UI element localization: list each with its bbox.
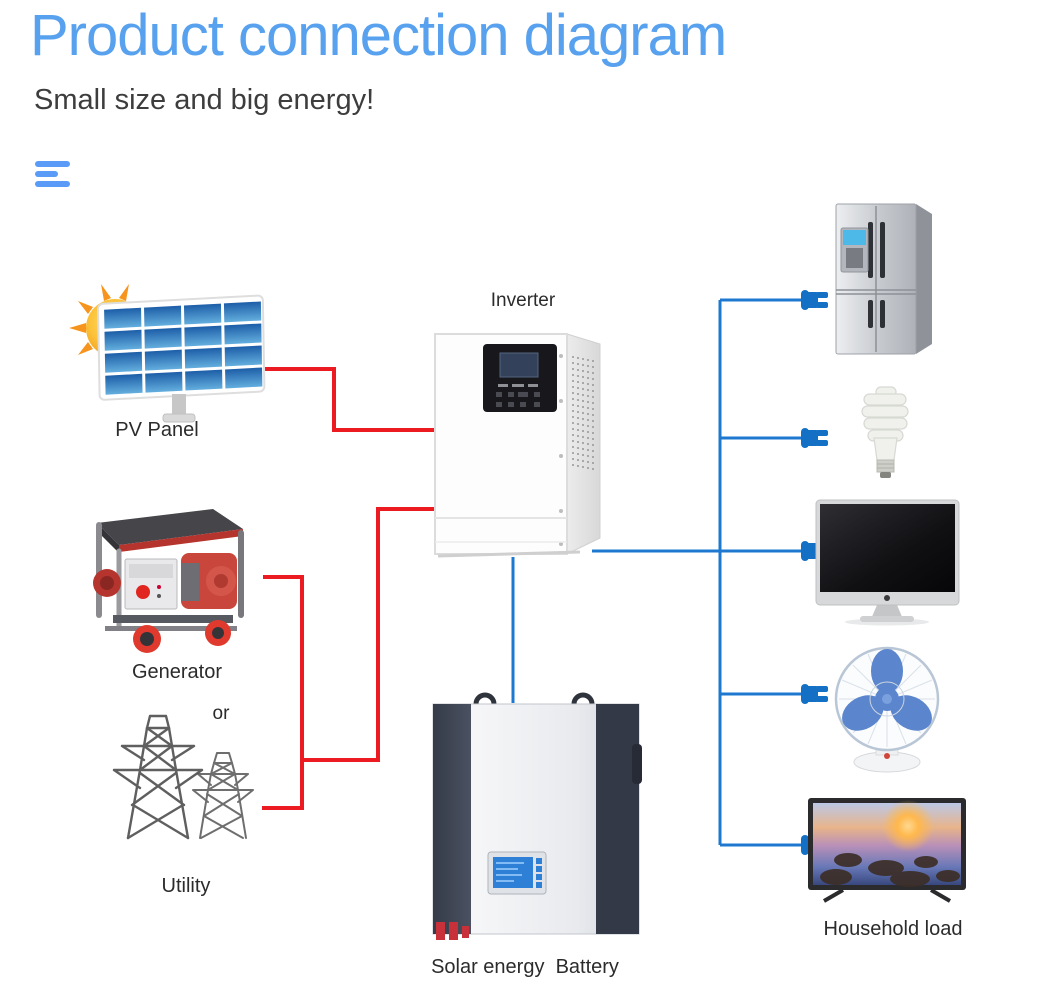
refrigerator-image (835, 203, 932, 355)
battery-label: Solar energy Battery (431, 956, 619, 978)
ac-connection-lines (511, 298, 806, 847)
pv-panel-image (69, 284, 266, 423)
pv-panel-label: PV Panel (115, 419, 199, 441)
inverter-image (434, 333, 601, 558)
utility-towers-image (112, 714, 254, 840)
inverter-label: Inverter (490, 290, 556, 311)
table-fan-image (834, 646, 940, 773)
computer-monitor-image (815, 499, 960, 626)
energy-saving-bulb-image (861, 386, 909, 478)
menu-icon-bar (35, 161, 70, 167)
page-title: Product connection diagram (30, 3, 727, 68)
panel-stand (162, 394, 196, 423)
menu-icon-bar (35, 181, 70, 187)
battery-image (432, 692, 642, 940)
household-load-label: Household load (823, 918, 963, 940)
generator-label: Generator (131, 661, 223, 683)
dc-connection-lines (262, 367, 439, 810)
menu-icon-bar (35, 171, 58, 177)
utility-label: Utility (161, 875, 211, 897)
generator-image (93, 509, 244, 653)
solar-panel (97, 294, 266, 401)
menu-icon (35, 161, 71, 187)
page-subtitle: Small size and big energy! (34, 84, 375, 116)
television-image (808, 798, 966, 903)
or-separator: or (212, 703, 230, 724)
